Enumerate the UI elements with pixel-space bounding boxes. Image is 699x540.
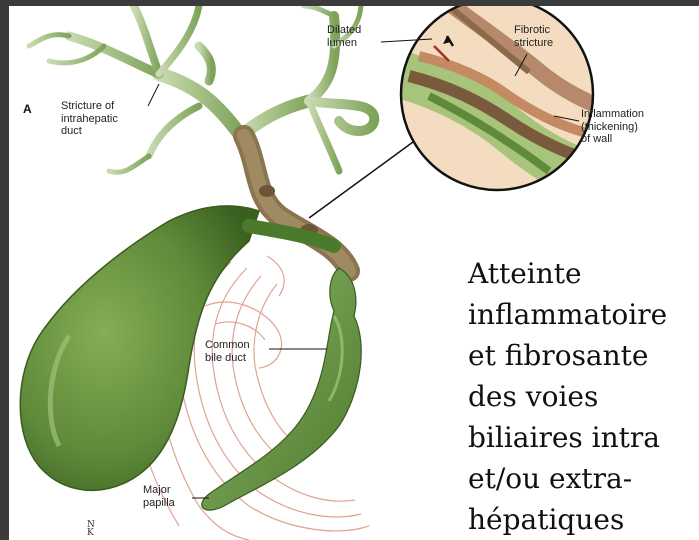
slide-caption: Atteinte inflammatoire et fibrosante des… — [468, 253, 699, 540]
caption-line: Atteinte — [468, 253, 699, 294]
figure-letter: A — [23, 102, 32, 116]
caption-line: et fibrosante — [468, 335, 699, 376]
figure-panel: A Dilated lumen Fibrotic stricture Stric… — [9, 6, 699, 540]
label-stricture-intrahepatic-duct: Stricture of intrahepatic duct — [61, 100, 118, 138]
label-common-bile-duct: Common bile duct — [205, 339, 250, 364]
label-fibrotic-stricture: Fibrotic stricture — [514, 24, 553, 49]
caption-line: des voies — [468, 376, 699, 417]
label-dilated-lumen: Dilated lumen — [327, 24, 361, 49]
caption-line: et/ou extra- — [468, 458, 699, 499]
caption-line: biliaires intra — [468, 417, 699, 458]
caption-line: inflammatoire — [468, 294, 699, 335]
illustrator-signature: N K — [87, 521, 95, 537]
label-major-papilla: Major papilla — [143, 484, 175, 509]
hepatic-duct-tree — [29, 6, 374, 172]
common-bile-duct-shape — [202, 268, 361, 510]
caption-line: hépatiques — [468, 499, 699, 540]
label-inflammation-wall: Inflammation (thickening) of wall — [581, 108, 644, 146]
